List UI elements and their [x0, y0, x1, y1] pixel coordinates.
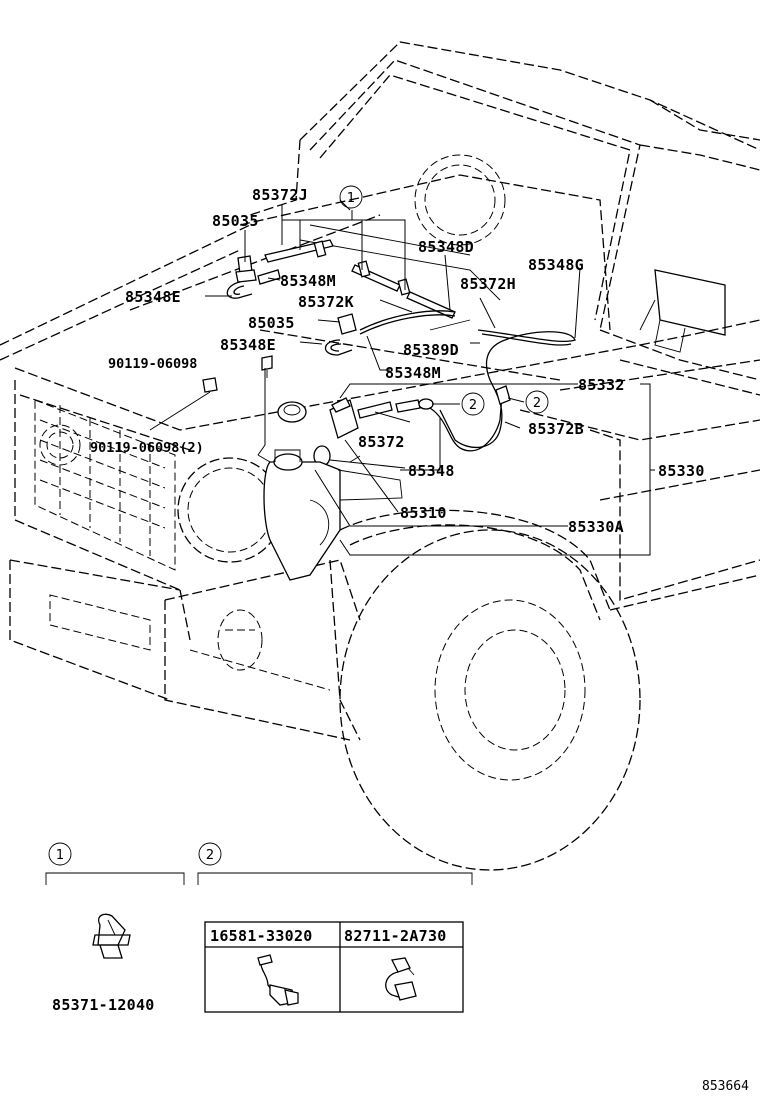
label-85348e-b: 85348E — [220, 336, 276, 354]
nozzle-85035-b — [337, 313, 357, 335]
group-markers: 1 2 2 — [339, 185, 549, 416]
label-85389d: 85389D — [403, 341, 459, 359]
label-85035: 85035 — [212, 212, 259, 230]
label-85348m: 85348M — [280, 272, 336, 290]
screw-90119-06098 — [261, 355, 273, 371]
detail-1-marker: 1 — [56, 848, 64, 863]
label-85332: 85332 — [578, 376, 625, 394]
label-85372h: 85372H — [460, 275, 516, 293]
label-85330: 85330 — [658, 462, 705, 480]
label-85348m-b: 85348M — [385, 364, 441, 382]
label-85348d: 85348D — [418, 238, 474, 256]
label-85372k: 85372K — [298, 293, 354, 311]
detail-2-marker: 2 — [206, 848, 214, 863]
washer-system-parts — [202, 239, 576, 581]
label-85348: 85348 — [408, 462, 455, 480]
clip-85371-12040-drawing — [92, 913, 131, 959]
clip-16581-33020-drawing — [257, 954, 299, 1006]
diagram-reference-number: 853664 — [702, 1079, 749, 1094]
label-85372b: 85372B — [528, 420, 584, 438]
label-85372j: 85372J — [252, 186, 308, 204]
screw-90119-06098-2 — [202, 377, 218, 393]
hose-85372 — [357, 401, 393, 419]
detail-2: 2 16581-33020 82711-2A730 — [197, 842, 473, 1013]
clip-82711-2a730-drawing — [385, 957, 417, 1001]
table-header-82711-2a730: 82711-2A730 — [344, 927, 447, 945]
label-85348g: 85348G — [528, 256, 584, 274]
hose-segment — [406, 291, 456, 319]
marker-2-b: 2 — [533, 396, 541, 411]
detail-1-part-number: 85371-12040 — [52, 996, 155, 1014]
marker-1: 1 — [347, 191, 355, 206]
label-85310: 85310 — [400, 504, 447, 522]
label-90119-06098-2: 90119-06098(2) — [90, 440, 204, 456]
label-85348e: 85348E — [125, 288, 181, 306]
vehicle-body-outline — [0, 41, 760, 871]
label-85372: 85372 — [358, 433, 405, 451]
joint-85348m — [257, 269, 281, 285]
label-85035-b: 85035 — [248, 314, 295, 332]
detail-1: 1 85371-12040 — [45, 842, 185, 1014]
table-header-16581-33020: 16581-33020 — [210, 927, 313, 945]
marker-2-a: 2 — [469, 398, 477, 413]
leader-lines — [149, 199, 655, 556]
detail-2-table: 16581-33020 82711-2A730 — [204, 921, 464, 1013]
label-90119-06098: 90119-06098 — [108, 356, 197, 372]
callout-labels: 85372J 85035 85348M 85348E 85372K 85035 … — [90, 186, 705, 536]
label-85330a: 85330A — [568, 518, 624, 536]
tank-85330 — [263, 461, 341, 581]
